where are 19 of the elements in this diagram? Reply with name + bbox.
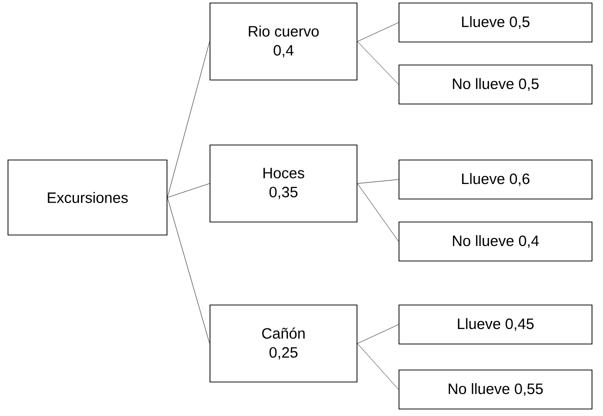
branch-line: [357, 343, 399, 390]
outcome-box: Llueve 0,45: [398, 304, 592, 344]
branch-box: Hoces 0,35: [210, 144, 358, 222]
outcome-box: No llueve 0,55: [398, 370, 592, 410]
branch-line: [167, 183, 210, 198]
branch-line: [167, 41, 210, 198]
root-box: Excursiones: [8, 160, 168, 236]
outcome-box: No llueve 0,4: [398, 222, 592, 262]
outcome-box: Llueve 0,5: [398, 2, 592, 42]
branch-line: [167, 197, 210, 344]
branch-line: [357, 179, 399, 184]
branch-line: [357, 324, 399, 344]
branch-line: [357, 22, 399, 42]
branch-line: [357, 41, 399, 85]
outcome-box: Llueve 0,6: [398, 160, 592, 200]
branch-box: Rio cuervo 0,4: [210, 2, 358, 80]
branch-line: [357, 183, 399, 242]
branch-box: Cañón 0,25: [210, 304, 358, 382]
outcome-box: No llueve 0,5: [398, 64, 592, 104]
